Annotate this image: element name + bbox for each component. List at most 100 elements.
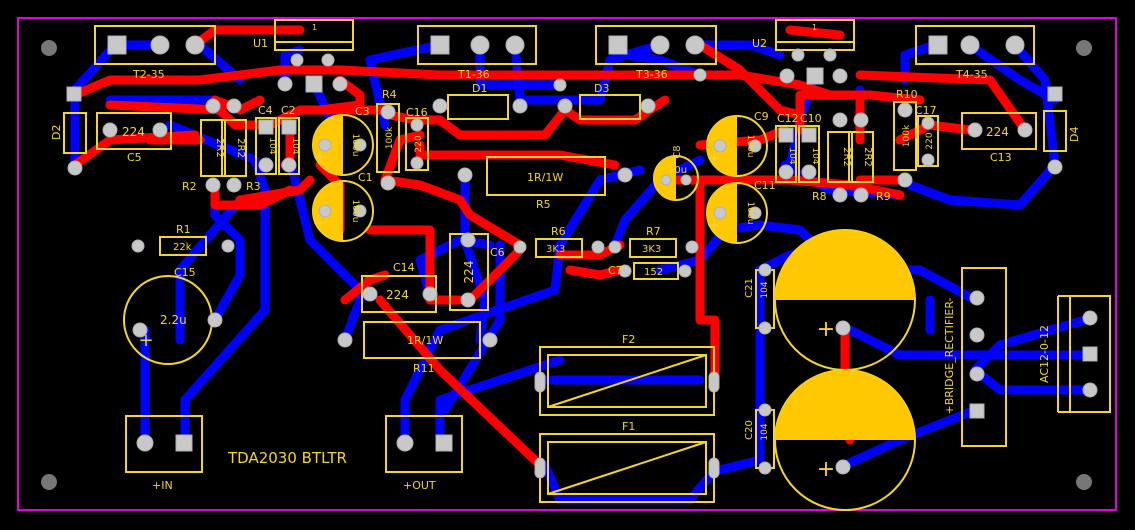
u1-outline bbox=[274, 19, 354, 51]
c2-outline bbox=[278, 117, 300, 175]
val-r2: 2R2 bbox=[214, 138, 225, 158]
label-r7: R7 bbox=[646, 225, 661, 238]
val-c6: 224 bbox=[462, 261, 476, 284]
svg-text:+: + bbox=[312, 213, 327, 234]
label-u1-pin: 1 bbox=[312, 23, 317, 32]
r6-outline bbox=[535, 238, 583, 258]
label-r2: R2 bbox=[182, 180, 197, 193]
val-c15: 2.2u bbox=[160, 313, 187, 327]
t4-outline bbox=[915, 25, 1035, 65]
d1-outline bbox=[447, 94, 509, 120]
r4-outline bbox=[376, 103, 400, 173]
r1-outline bbox=[159, 236, 207, 256]
labels: T2-35 T1-36 T3-36 T4-35 U1 U2 1 1 D1 D3 … bbox=[50, 23, 1081, 492]
label-t4: T4-35 bbox=[955, 68, 988, 81]
out-connector-outline bbox=[385, 415, 463, 473]
val-r5: 1R/1W bbox=[527, 171, 563, 184]
label-u2-pin: 1 bbox=[812, 23, 817, 32]
svg-text:+: + bbox=[817, 317, 835, 342]
label-r4: R4 bbox=[382, 88, 397, 101]
label-c20: C20 bbox=[744, 420, 755, 440]
board-outline bbox=[17, 17, 1117, 511]
label-c4: C4 bbox=[258, 104, 273, 117]
label-c1: C1 bbox=[358, 171, 373, 184]
t1-outline bbox=[417, 25, 537, 65]
c4-outline bbox=[255, 117, 277, 175]
val-c7: 152 bbox=[644, 267, 663, 278]
label-r11: R11 bbox=[413, 362, 435, 375]
val-r11: 1R/1W bbox=[407, 334, 443, 347]
val-c11: 100u bbox=[745, 202, 755, 225]
d4-outline bbox=[1043, 110, 1067, 152]
r9-outline bbox=[848, 131, 874, 183]
label-c11: C11 bbox=[754, 179, 776, 192]
label-d4: D4 bbox=[1068, 127, 1081, 142]
label-d1: D1 bbox=[472, 82, 487, 95]
label-c8: C8 bbox=[672, 145, 683, 158]
label-t3: T3-36 bbox=[635, 68, 668, 81]
label-u2: U2 bbox=[752, 37, 767, 50]
label-ac: AC12-0-12 bbox=[1038, 325, 1051, 383]
label-c3: C3 bbox=[355, 105, 370, 118]
val-c4: 104 bbox=[267, 137, 277, 154]
label-r8: R8 bbox=[812, 190, 827, 203]
svg-text:+: + bbox=[312, 147, 327, 168]
r2-outline bbox=[200, 119, 226, 177]
label-c16: C16 bbox=[406, 106, 428, 119]
label-c17: C17 bbox=[915, 104, 937, 117]
mounting-holes bbox=[41, 40, 1092, 490]
r3-outline bbox=[221, 119, 247, 177]
label-c14: C14 bbox=[393, 261, 415, 274]
d2-outline bbox=[63, 112, 87, 154]
val-r8: 2R2 bbox=[841, 147, 852, 167]
r10-outline bbox=[893, 101, 917, 171]
label-t1: T1-36 bbox=[457, 68, 490, 81]
val-r7: 3K3 bbox=[642, 244, 661, 255]
label-c6: C6 bbox=[490, 246, 505, 259]
silkscreen bbox=[63, 19, 1111, 503]
label-c5: C5 bbox=[127, 151, 142, 164]
svg-text:+: + bbox=[706, 215, 721, 236]
c7-outline bbox=[633, 262, 679, 280]
c13-outline bbox=[961, 112, 1037, 150]
val-c9: 100u bbox=[745, 135, 755, 158]
val-c1: 100u bbox=[350, 200, 360, 223]
label-r5: R5 bbox=[536, 198, 551, 211]
r11-outline bbox=[363, 321, 481, 359]
val-r9: 2R2 bbox=[862, 147, 873, 167]
val-c16: 220 bbox=[414, 135, 424, 152]
val-r6: 3K3 bbox=[546, 244, 565, 255]
c-lower-bulk-body: + bbox=[774, 369, 916, 511]
svg-text:+: + bbox=[706, 148, 721, 169]
label-c21: C21 bbox=[744, 278, 755, 298]
in-connector-outline bbox=[125, 415, 203, 473]
val-c10: 104 bbox=[810, 147, 820, 164]
val-r3: 2R2 bbox=[235, 138, 246, 158]
label-r1: R1 bbox=[176, 223, 191, 236]
t2-outline bbox=[94, 25, 216, 65]
label-r10: R10 bbox=[896, 88, 918, 101]
label-f2: F2 bbox=[622, 333, 635, 346]
label-f1: F1 bbox=[622, 420, 635, 433]
label-c13: C13 bbox=[990, 151, 1012, 164]
val-c14: 224 bbox=[386, 288, 409, 302]
label-c2: C2 bbox=[281, 104, 296, 117]
label-c15: C15 bbox=[174, 266, 196, 279]
label-bridge: +BRIDGE_RECTIFIER- bbox=[943, 297, 956, 414]
c5-outline bbox=[96, 112, 172, 150]
bridge-outline bbox=[961, 267, 1007, 447]
r5-outline bbox=[486, 156, 606, 196]
val-r1: 22k bbox=[173, 242, 192, 253]
label-out: +OUT bbox=[403, 479, 436, 492]
label-t2: T2-35 bbox=[132, 68, 165, 81]
label-r3: R3 bbox=[246, 180, 261, 193]
label-in: +IN bbox=[152, 479, 173, 492]
val-c8: 10u bbox=[668, 165, 687, 176]
label-d3: D3 bbox=[594, 82, 609, 95]
val-c20: 104 bbox=[760, 423, 770, 440]
label-c12: C12 bbox=[777, 112, 799, 125]
u2-outline bbox=[775, 19, 855, 51]
val-c17: 220 bbox=[925, 132, 935, 149]
svg-text:+: + bbox=[817, 457, 835, 482]
